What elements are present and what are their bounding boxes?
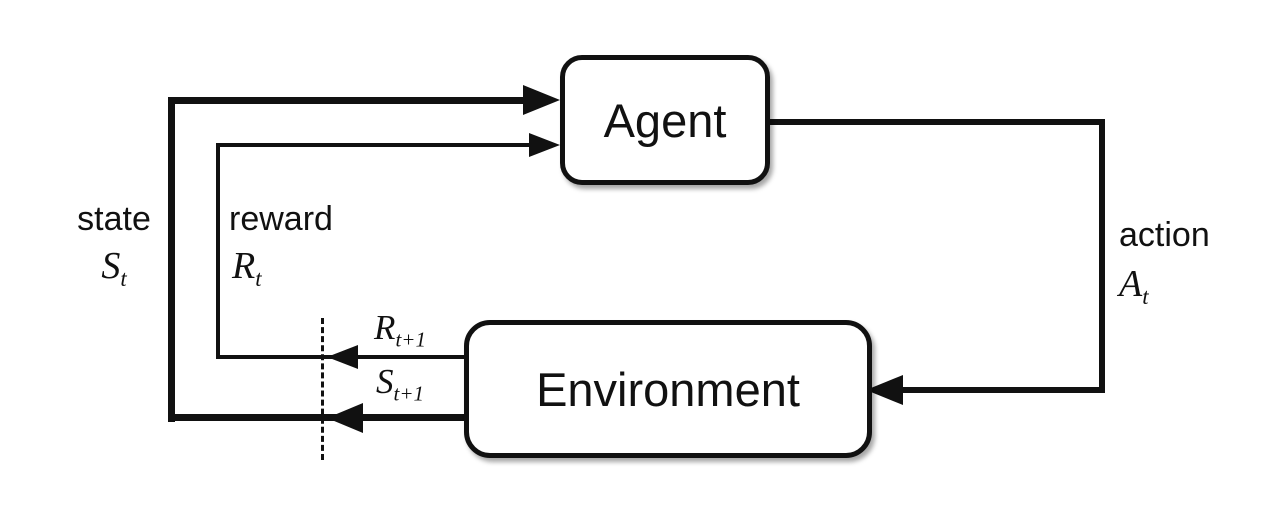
state-to-agent-arrowhead-icon <box>523 85 560 115</box>
action-loop-top-line <box>764 119 1105 125</box>
next-state-bottom-line <box>168 414 466 421</box>
state-symbol-subscript: t <box>120 265 127 291</box>
reward-to-agent-arrowhead-icon <box>529 133 560 157</box>
action-loop-bottom-line <box>900 387 1105 393</box>
environment-node-label: Environment <box>536 362 800 416</box>
state-edge-label: state <box>77 200 151 238</box>
next-state-symbol: St+1 <box>345 362 455 406</box>
state-loop-vertical-line <box>168 97 175 422</box>
state-loop-top-line <box>168 97 528 104</box>
action-edge-label: action <box>1119 216 1210 254</box>
action-symbol-main: A <box>1119 263 1143 305</box>
reward-loop-top-line <box>216 143 534 147</box>
reward-symbol-main: R <box>232 245 256 287</box>
environment-node: Environment <box>464 320 872 458</box>
reward-symbol-subscript: t <box>255 265 262 291</box>
agent-node-label: Agent <box>603 93 727 147</box>
state-symbol: St <box>58 244 170 291</box>
time-step-boundary-dashed-line <box>321 318 324 460</box>
agent-node: Agent <box>560 55 770 185</box>
next-reward-symbol-subscript: t+1 <box>395 327 426 352</box>
action-to-environment-arrowhead-icon <box>866 375 903 405</box>
state-symbol-main: S <box>101 245 121 287</box>
action-loop-vertical-line <box>1099 119 1105 393</box>
next-reward-symbol: Rt+1 <box>345 308 455 352</box>
next-state-symbol-main: S <box>375 362 394 401</box>
reward-symbol: Rt <box>232 244 262 291</box>
reward-edge-label: reward <box>229 200 333 238</box>
next-state-arrowhead-icon <box>327 403 363 433</box>
next-reward-symbol-main: R <box>374 308 396 347</box>
next-reward-arrowhead-icon <box>327 345 358 369</box>
action-symbol: At <box>1119 262 1149 309</box>
next-state-symbol-subscript: t+1 <box>393 381 424 406</box>
action-symbol-subscript: t <box>1142 283 1149 309</box>
reward-loop-vertical-line <box>216 143 220 358</box>
